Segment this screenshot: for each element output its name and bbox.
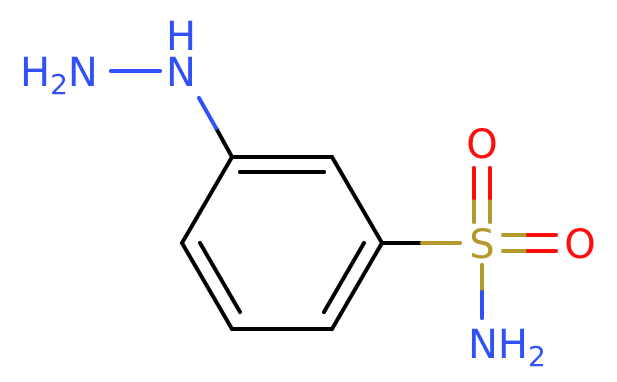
- ring-bond-c6-c1: [180, 155, 234, 245]
- oxygen-right-label: O: [564, 222, 595, 268]
- sulfur-label: S: [469, 222, 494, 268]
- ring-bond-c3-c4: [330, 241, 384, 331]
- hydrazine-nh2-h: H: [20, 50, 50, 96]
- ring-inner-bond-c5-c6: [198, 241, 242, 314]
- hydrazine-nh-h-label: H: [166, 14, 196, 60]
- atom-label-group: H N H2N S O O NH2: [20, 14, 596, 373]
- hydrazine-nh2-n: N: [68, 50, 98, 96]
- bond-group: [109, 69, 558, 331]
- bond-c1-nh-nitrogen-half: [197, 96, 218, 130]
- bond-c1-nh-carbon-half: [214, 126, 234, 159]
- ring-bond-c2-c3: [330, 155, 384, 245]
- sulfonamide-nh2-label: NH2: [468, 322, 546, 373]
- sulfonamide-nh2-nh: NH: [468, 322, 528, 368]
- hydrazine-nh2-subscript: 2: [50, 68, 68, 101]
- ring-inner-bond-c3-c4: [322, 241, 366, 314]
- oxygen-top-label: O: [466, 122, 497, 168]
- hydrazine-nh2-label: H2N: [20, 50, 98, 101]
- ring-bond-c5-c6: [180, 241, 234, 331]
- hydrazine-nh-n-label: N: [166, 50, 196, 96]
- sulfonamide-nh2-subscript: 2: [528, 340, 546, 373]
